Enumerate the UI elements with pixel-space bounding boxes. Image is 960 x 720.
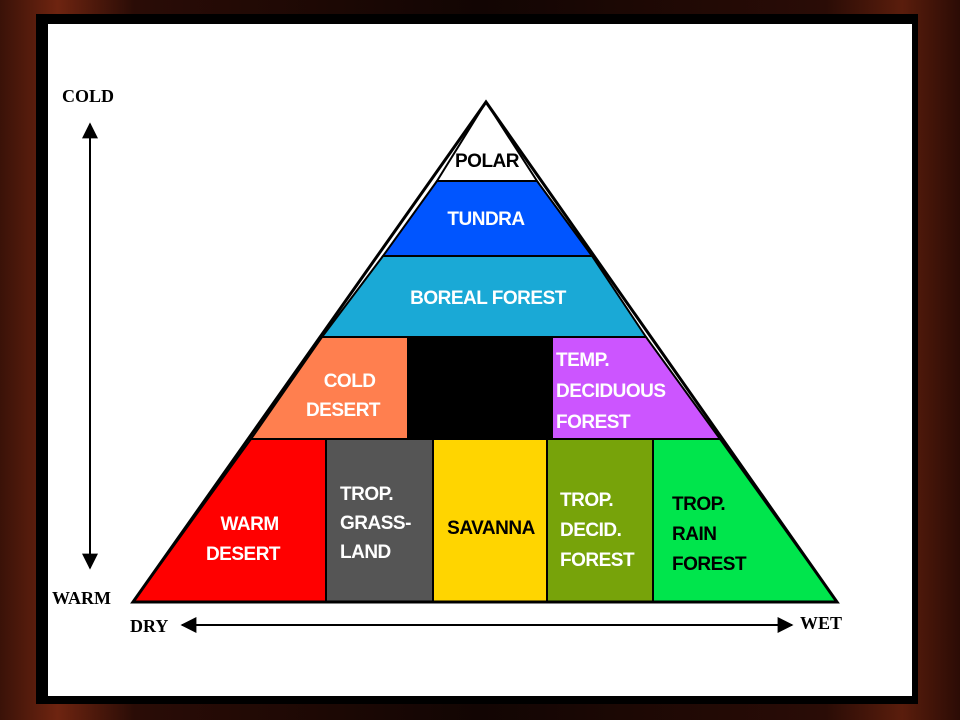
trop-grassland-label: TROP. GRASS- LAND: [340, 484, 416, 563]
polar-label: POLAR: [455, 151, 520, 172]
boreal-forest-label: BOREAL FOREST: [410, 288, 567, 309]
unlabeled-black-cell: [407, 336, 553, 440]
axis-label-dry: DRY: [130, 616, 168, 636]
axis-label-wet: WET: [800, 613, 842, 633]
warm-desert-label: WARM DESERT: [206, 514, 284, 565]
pyramid-outline: [130, 99, 840, 604]
cold-desert-label: COLD DESERT: [306, 371, 381, 421]
trop-rain-forest-cell: [652, 438, 839, 603]
temp-deciduous-forest-label: TEMP. DECIDUOUS FOREST: [556, 350, 670, 433]
axis-label-warm: WARM: [52, 588, 111, 608]
tundra-label: TUNDRA: [447, 209, 525, 230]
trop-decid-forest-label: TROP. DECID. FOREST: [560, 490, 635, 571]
savanna-label: SAVANNA: [447, 518, 535, 539]
trop-rain-forest-label: TROP. RAIN FOREST: [672, 494, 747, 575]
axis-label-cold: COLD: [62, 86, 114, 106]
